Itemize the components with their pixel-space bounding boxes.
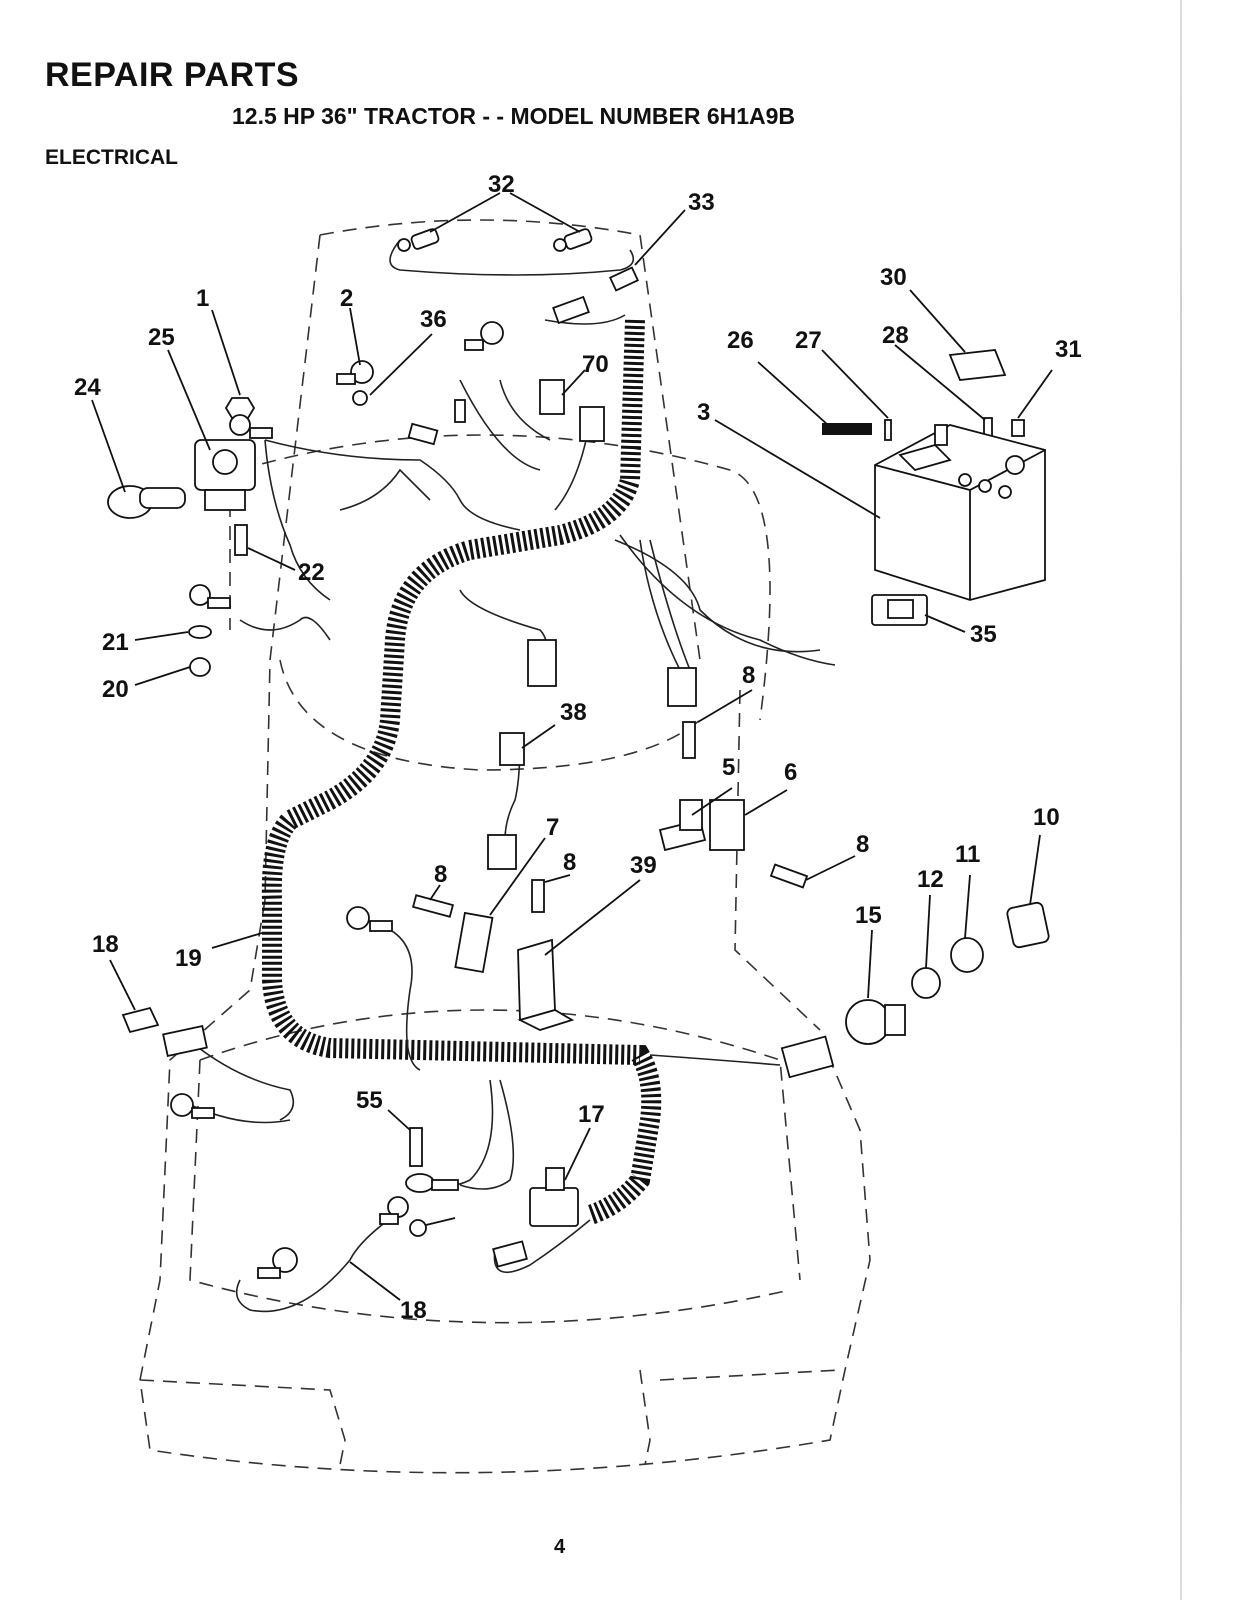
callout-29: 30 bbox=[880, 264, 907, 291]
callout-17: 18 bbox=[92, 931, 119, 958]
callout-25: 25 bbox=[148, 324, 175, 351]
callout-8-a: 8 bbox=[742, 662, 755, 689]
plug-top bbox=[552, 295, 590, 325]
callout-11: 12 bbox=[917, 866, 944, 893]
ring-terminal-solenoid bbox=[229, 414, 273, 439]
nut-20 bbox=[189, 657, 211, 677]
bulb-31-right bbox=[553, 228, 593, 252]
fuse-holder bbox=[162, 1025, 208, 1057]
bolt-8-right bbox=[769, 863, 809, 889]
battery-cover-29 bbox=[948, 349, 1007, 381]
callout-8-c: 8 bbox=[563, 849, 576, 876]
callout-28: 28 bbox=[882, 322, 909, 349]
nut-30 bbox=[1011, 419, 1025, 437]
switch-7 bbox=[454, 911, 494, 974]
boot-24 bbox=[107, 485, 186, 519]
main-harness-coil bbox=[261, 319, 662, 1225]
callout-5: 5 bbox=[722, 754, 735, 781]
ring-terminal-21 bbox=[189, 584, 231, 609]
pin-terminal bbox=[454, 399, 466, 423]
section-label: ELECTRICAL bbox=[45, 146, 178, 169]
parts bbox=[107, 228, 1050, 1279]
bulb-31-left bbox=[397, 228, 440, 252]
callout-15: 17 bbox=[578, 1101, 605, 1128]
callout-36: 36 bbox=[420, 306, 447, 333]
connector-harness-a bbox=[527, 639, 557, 687]
callout-39: 39 bbox=[630, 852, 657, 879]
page-title: REPAIR PARTS bbox=[45, 56, 300, 94]
callout-38: 38 bbox=[560, 699, 587, 726]
connector-15 bbox=[492, 1240, 528, 1268]
callout-12: 15 bbox=[855, 902, 882, 929]
leader-lines bbox=[91, 192, 1053, 1301]
connector-38 bbox=[499, 732, 525, 766]
switch-33 bbox=[871, 594, 928, 626]
washer-27 bbox=[884, 419, 892, 441]
connector-ignition bbox=[780, 1035, 835, 1079]
connector-70b bbox=[579, 406, 605, 442]
callout-30: 31 bbox=[1055, 336, 1082, 363]
nut-11 bbox=[911, 967, 941, 999]
callout-1: 1 bbox=[196, 285, 209, 312]
bolt-8-left bbox=[411, 894, 455, 918]
switch-6 bbox=[709, 799, 745, 851]
connector-harness-b bbox=[667, 667, 697, 707]
callout-labels: 32 33 1 2 30 25 36 26 27 28 31 70 24 3 2… bbox=[74, 171, 1082, 1324]
page-number: 4 bbox=[554, 1536, 566, 1558]
bezel-10 bbox=[950, 937, 984, 973]
callout-33: 35 bbox=[970, 621, 997, 648]
harness-wires bbox=[179, 239, 836, 1313]
connector-32 bbox=[608, 266, 640, 292]
connector-lower bbox=[487, 834, 517, 870]
callout-19: 19 bbox=[175, 945, 202, 972]
ring-terminal-2 bbox=[336, 360, 374, 385]
callout-20: 20 bbox=[102, 676, 129, 703]
callout-22: 22 bbox=[298, 559, 325, 586]
solenoid-25 bbox=[194, 439, 256, 511]
connector-70 bbox=[539, 379, 565, 415]
washer-36 bbox=[352, 390, 368, 406]
switch-15 bbox=[529, 1167, 579, 1227]
callout-21: 21 bbox=[102, 629, 129, 656]
plug-small bbox=[407, 422, 439, 446]
callout-6: 6 bbox=[784, 759, 797, 786]
washer-21 bbox=[188, 625, 212, 639]
callout-9: 10 bbox=[1033, 804, 1060, 831]
bolt-26 bbox=[822, 423, 872, 435]
battery-3 bbox=[874, 424, 1046, 601]
page-edge bbox=[1180, 0, 1182, 1600]
callout-3: 3 bbox=[697, 399, 710, 426]
ring-terminal-lower-left bbox=[170, 1093, 215, 1119]
bolt-8-mid bbox=[531, 879, 545, 913]
callout-2: 2 bbox=[340, 285, 353, 312]
bolt-22 bbox=[234, 524, 248, 556]
callout-18: 18 bbox=[400, 1297, 427, 1324]
ring-terminal-mid bbox=[346, 906, 393, 932]
bracket-5b bbox=[679, 799, 703, 831]
callout-8-d: 8 bbox=[434, 861, 447, 888]
callout-7: 7 bbox=[546, 814, 559, 841]
callout-70: 70 bbox=[582, 351, 609, 378]
callout-24: 24 bbox=[74, 374, 101, 401]
callout-26: 26 bbox=[727, 327, 754, 354]
washer-35 bbox=[409, 1219, 427, 1237]
ring-terminal-36 bbox=[464, 321, 504, 351]
page-subtitle: 12.5 HP 36" TRACTOR - - MODEL NUMBER 6H1… bbox=[232, 103, 796, 129]
ring-terminal-35 bbox=[379, 1196, 409, 1225]
bolt-55 bbox=[409, 1127, 423, 1167]
callout-8-b: 8 bbox=[856, 831, 869, 858]
ignition-switch-12 bbox=[845, 999, 906, 1045]
callout-27: 27 bbox=[795, 327, 822, 354]
callout-10: 11 bbox=[955, 841, 980, 868]
fuse-17 bbox=[121, 1006, 160, 1034]
ring-terminal-55 bbox=[405, 1173, 459, 1193]
callout-55: 55 bbox=[356, 1087, 383, 1114]
ring-terminal-18 bbox=[257, 1247, 298, 1279]
bolt-8-top bbox=[682, 721, 696, 759]
key-9 bbox=[1006, 901, 1050, 949]
callout-32: 33 bbox=[688, 189, 715, 216]
callout-31: 32 bbox=[488, 171, 515, 198]
bracket-39b bbox=[517, 1009, 575, 1031]
